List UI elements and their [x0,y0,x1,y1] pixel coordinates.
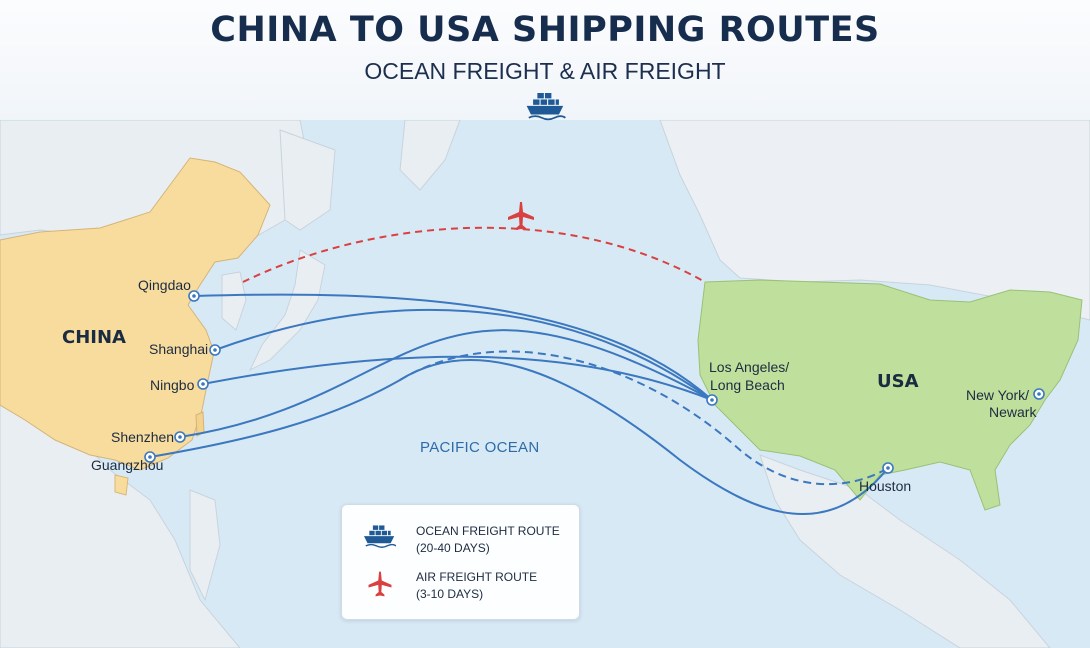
legend-ocean-title: OCEAN FREIGHT ROUTE [416,524,560,538]
country-label-usa: USA [877,371,919,392]
route-shanghai-la [214,308,713,401]
hainan-land [114,474,129,496]
port-label-guangzhou: Guangzhou [91,457,164,473]
legend-air-duration: (3-10 DAYS) [416,587,484,601]
usa-land [697,279,1083,511]
japan-land [248,249,326,372]
port-label-ny-line2: Newark [989,404,1037,420]
country-label-china: CHINA [62,327,126,348]
port-label-shenzhen: Shenzhen [111,429,175,445]
map-legend: OCEAN FREIGHT ROUTE (20-40 DAYS) AIR FRE… [341,504,580,620]
port-label-shanghai: Shanghai [149,341,209,357]
legend-air-title: AIR FREIGHT ROUTE [416,570,538,584]
ocean-routes [149,293,889,515]
sakhalin-land [279,129,336,231]
page-title: CHINA TO USA SHIPPING ROUTES [210,10,880,50]
air-freight-route [242,226,706,283]
port-label-la-line1: Los Angeles/ [709,359,790,375]
cargo-ship-icon [526,93,566,121]
legend-ship-icon [364,525,396,548]
philippines-land [189,489,221,602]
port-label-la-line2: Long Beach [710,377,785,393]
legend-plane-icon [368,571,392,597]
route-alternate-dashed [399,350,889,486]
legend-ocean-duration: (20-40 DAYS) [416,541,490,555]
port-label-qingdao: Qingdao [138,277,191,293]
korea-land [221,271,247,331]
page-subtitle: OCEAN FREIGHT & AIR FREIGHT [364,58,726,84]
port-label-houston: Houston [859,478,912,494]
canada-alaska-land [659,119,1090,321]
route-guangzhou-houston [149,359,889,515]
route-shenzhen-la [179,329,713,438]
route-qingdao-la [194,293,713,401]
china-land [0,157,271,471]
port-label-ningbo: Ningbo [150,377,195,393]
port-label-ny-line1: New York/ [966,387,1030,403]
kamchatka-land [399,119,461,191]
route-ningbo-la [202,355,713,401]
ocean-label: PACIFIC OCEAN [420,439,540,456]
